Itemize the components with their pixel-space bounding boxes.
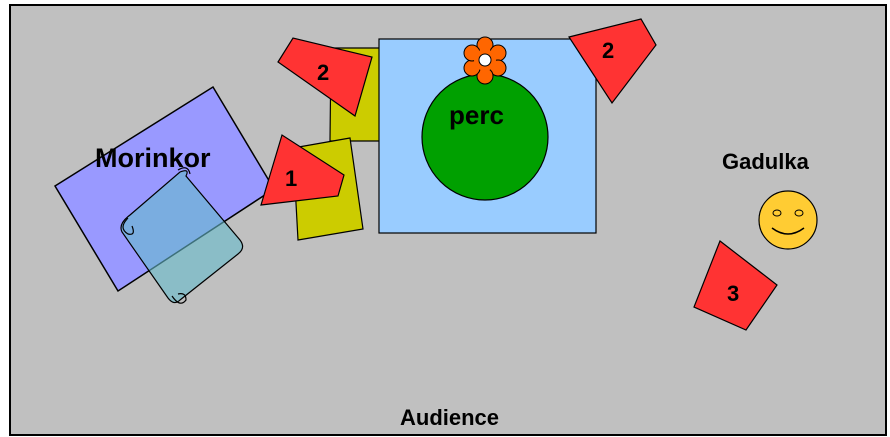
smiley-icon (758, 190, 818, 250)
marker-right-label: 3 (727, 281, 739, 306)
scroll-icon (120, 167, 244, 304)
marker-right (693, 240, 778, 331)
marker-top-right-label: 2 (602, 38, 614, 63)
audience-label: Audience (400, 405, 499, 430)
marker-top-left-label: 2 (317, 60, 329, 85)
gadulka-label: Gadulka (722, 149, 810, 174)
perc-label: perc (449, 100, 504, 130)
morinkor-label: Morinkor (95, 143, 211, 173)
drum (421, 73, 549, 201)
marker-top-right (568, 18, 657, 105)
flower-icon (463, 36, 507, 85)
marker-middle-label: 1 (285, 166, 297, 191)
marker-top-left (277, 37, 373, 117)
marker-middle (260, 134, 345, 206)
